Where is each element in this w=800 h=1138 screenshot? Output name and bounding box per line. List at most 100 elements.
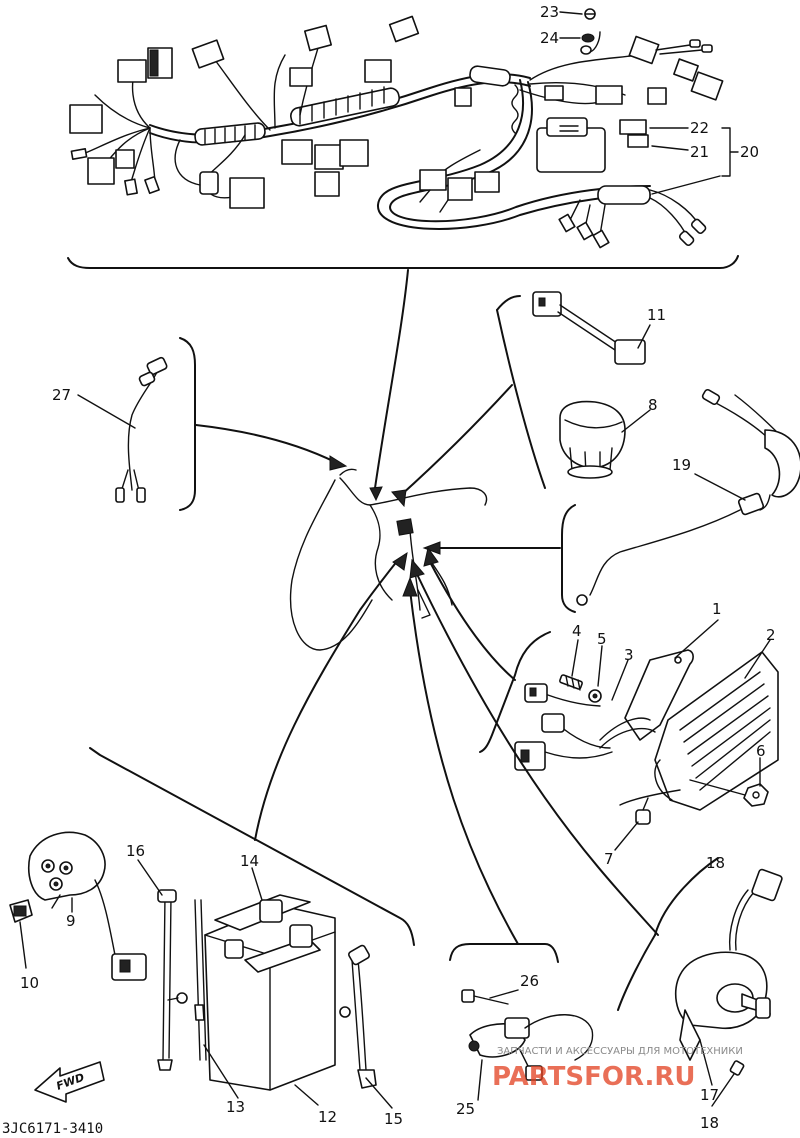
callout-2: 2 [766,626,776,644]
group-bracket-battery [89,747,415,946]
callout-14: 14 [240,852,259,870]
part-27-switch [115,356,168,503]
fwd-arrow [34,1061,105,1103]
callout-26: 26 [520,972,539,990]
group-bracket-19 [561,504,576,613]
leader-8 [399,384,513,497]
leader-battery [254,559,399,841]
callout-16: 16 [126,842,145,860]
connector [673,58,699,82]
watermark-text: ЗАПЧАСТИ И АКСЕССУАРЫ ДЛЯ МОТОТЕХНИКИ [497,1046,743,1057]
connector [281,139,313,165]
regulator-connectors [514,683,746,806]
part-19-sensor-lead [576,388,800,606]
callout-labels: 23 24 22 21 20 11 8 19 27 1 2 3 4 5 6 7 … [20,3,776,1132]
part-2-rectifier-regulator [654,651,779,811]
group-bracket-11-8 [496,295,521,311]
fuse-22 [627,134,649,148]
connector [69,104,103,134]
callout-1: 1 [712,600,722,618]
part-4-bolt [559,674,583,691]
callout-15: 15 [384,1110,403,1128]
callout-25: 25 [456,1100,475,1118]
watermark-brand: PARTSFOR.RU [492,1062,695,1092]
screw-23 [584,8,596,20]
callout-4: 4 [572,622,582,640]
connector [115,149,135,169]
leader-25 [409,589,519,945]
callout-24: 24 [540,29,559,47]
connector [339,139,369,167]
leader-17 [414,569,659,936]
callout-13: 13 [226,1098,245,1116]
part-15-lead [339,944,377,1089]
callout-6: 6 [756,742,766,760]
part-10-cap [9,899,33,923]
part-9-starter-relay [28,831,147,981]
part-8-relay [559,400,626,479]
callout-5: 5 [597,630,607,648]
connector [388,15,420,43]
callout-21: 21 [690,143,709,161]
part-7-bolt [635,797,651,825]
diagram-code: 3JC6171-3410 [2,1121,103,1137]
connector [191,39,225,69]
callout-3: 3 [624,646,634,664]
part-16-lead [157,889,188,1071]
group-bracket-regulator [479,631,551,753]
connector [117,59,147,83]
harness-sleeve [194,65,511,146]
connector [647,87,667,105]
callout-7: 7 [604,850,614,868]
callout-27: 27 [52,386,71,404]
callout-17: 17 [700,1086,719,1104]
group-bracket-27 [179,337,196,511]
connector [690,71,724,101]
leader-harness [374,269,409,489]
wire-harness-20 [69,15,724,249]
part-14-battery-band [214,894,321,973]
connector [229,177,265,209]
washer-24 [581,33,595,43]
leader-regulator [429,561,516,681]
callout-18-top: 18 [706,854,725,872]
callout-18: 18 [700,1114,719,1132]
callout-8: 8 [648,396,658,414]
group-bracket-17 [617,934,656,1011]
connector [364,59,392,83]
part-17-main-switch [674,868,783,1061]
fuse-holder-21 [619,119,647,135]
callout-20: 20 [740,143,759,161]
part-18-screw [729,1060,745,1076]
part-12-battery [204,904,336,1091]
connector [303,24,333,52]
callout-10: 10 [20,974,39,992]
connector [314,171,340,197]
group-bracket-25 [449,943,559,963]
callout-23: 23 [540,3,559,21]
callout-12: 12 [318,1108,337,1126]
part-3-lead [599,717,656,749]
callout-11: 11 [647,306,666,324]
callout-22: 22 [690,119,709,137]
group-bracket-harness [67,255,739,269]
connector [199,171,219,195]
harness-sleeve-right [597,185,651,205]
connector [314,144,344,170]
connector [544,85,564,101]
connector [87,157,115,185]
leader-27 [195,424,336,463]
connector [628,35,660,65]
component-marker [396,518,414,536]
connector [595,85,623,105]
part-11-lead [532,291,646,365]
part-26-screw [461,989,509,1005]
part-6-nut [743,783,769,807]
motorcycle-outline [289,468,488,651]
callout-19: 19 [672,456,691,474]
part-25-switch [468,1014,594,1081]
part-13-breather-tube [194,899,207,1061]
connector [289,67,313,87]
